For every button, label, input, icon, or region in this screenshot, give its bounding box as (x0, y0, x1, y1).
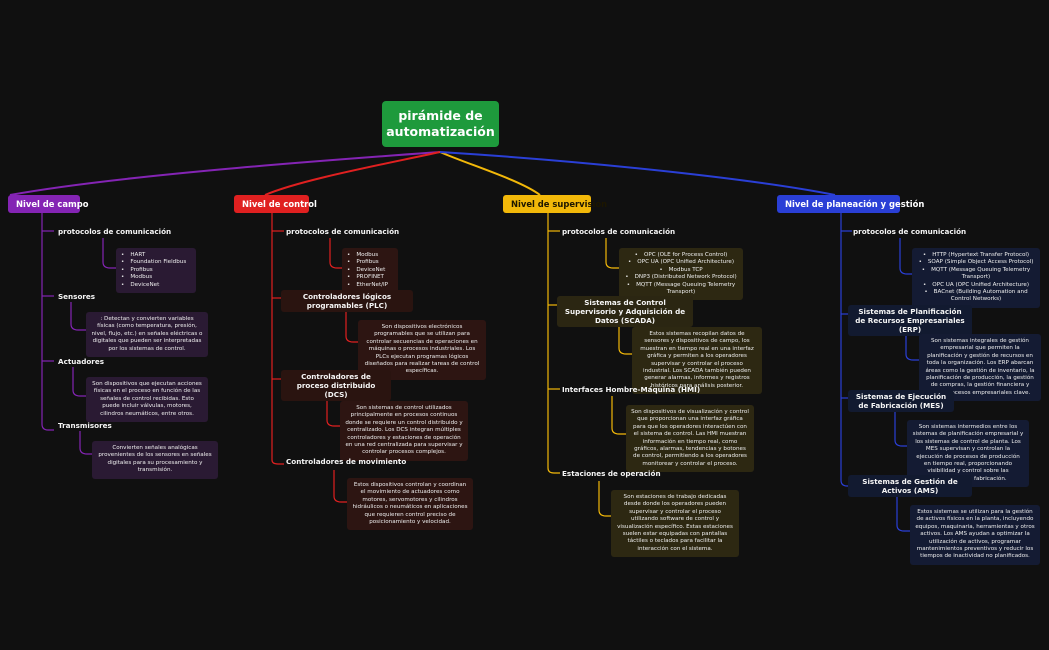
supervision-scada-desc: Estos sistemas recopilan datos de sensor… (632, 327, 762, 394)
list-item: PROFINET (347, 274, 393, 281)
control-plc-title[interactable]: Controladores lógicos programables (PLC) (281, 290, 413, 312)
list-item: MQTT (Message Queuing Telemetry Transpor… (917, 267, 1035, 282)
branch-nivel-de-planeacion[interactable]: Nivel de planeación y gestión (777, 195, 924, 213)
control-dcs-title[interactable]: Controladores de proceso distribuido (DC… (281, 370, 391, 401)
branch-nivel-de-campo[interactable]: Nivel de campo (8, 195, 89, 213)
list-item: DNP3 (Distributed Network Protocol) (624, 274, 738, 281)
control-mov-desc: Estos dispositivos controlan y coordinan… (347, 478, 473, 531)
list-item: EtherNet/IP (347, 282, 393, 289)
erp-ams-title[interactable]: Sistemas de Gestión de Activos (AMS) (848, 475, 972, 497)
supervision-protocols-title[interactable]: protocolos de comunicación (562, 227, 676, 236)
supervision-hmi-title[interactable]: Interfaces Hombre-Máquina (HMI) (562, 385, 701, 394)
erp-protocols-title[interactable]: protocolos de comunicación (853, 227, 967, 236)
control-protocols-title[interactable]: protocolos de comunicación (286, 227, 400, 236)
supervision-protocols-list: OPC (OLE for Process Control) OPC UA (OP… (619, 248, 743, 301)
erp-mes-title[interactable]: Sistemas de Ejecución de Fabricación (ME… (848, 390, 954, 412)
campo-sensores-desc: : Detectan y convierten variables física… (86, 312, 208, 357)
list-item: BACnet (Building Automation and Control … (917, 289, 1035, 304)
list-item: HART (121, 252, 191, 259)
list-item: MQTT (Message Queuing Telemetry Transpor… (624, 282, 738, 297)
list-item: SOAP (Simple Object Access Protocol) (917, 259, 1035, 266)
control-mov-title[interactable]: Controladores de movimiento (286, 457, 407, 466)
list-item: DeviceNet (347, 267, 393, 274)
list-item: Modbus TCP (624, 267, 738, 274)
campo-protocols-list: HART Foundation Fieldbus Profibus Modbus… (116, 248, 196, 293)
list-item: Foundation Fieldbus (121, 259, 191, 266)
list-item: HTTP (Hypertext Transfer Protocol) (917, 252, 1035, 259)
campo-transmisores-title[interactable]: Transmisores (58, 421, 112, 430)
supervision-est-desc: Son estaciones de trabajo dedicadas desd… (611, 490, 739, 557)
control-dcs-desc: Son sistemas de control utilizados princ… (340, 401, 468, 461)
campo-actuadores-title[interactable]: Actuadores (58, 357, 105, 366)
supervision-est-title[interactable]: Estaciones de operación (562, 469, 661, 478)
supervision-scada-title[interactable]: Sistemas de Control Supervisorio y Adqui… (557, 296, 693, 327)
list-item: DeviceNet (121, 282, 191, 289)
control-protocols-list: Modbus Profibus DeviceNet PROFINET Ether… (342, 248, 398, 293)
erp-erp-desc: Son sistemas integrales de gestión empre… (919, 334, 1041, 401)
campo-protocols-title[interactable]: protocolos de comunicación (58, 227, 172, 236)
campo-sensores-title[interactable]: Sensores (58, 292, 96, 301)
list-item: Profibus (347, 259, 393, 266)
erp-ams-desc: Estos sistemas se utilizan para la gesti… (910, 505, 1040, 565)
erp-protocols-list: HTTP (Hypertext Transfer Protocol) SOAP … (912, 248, 1040, 308)
list-item: OPC UA (OPC Unified Architecture) (624, 259, 738, 266)
root-node[interactable]: pirámide de automatización (382, 101, 499, 147)
supervision-hmi-desc: Son dispositivos de visualización y cont… (626, 405, 754, 472)
control-plc-desc: Son dispositivos electrónicos programabl… (358, 320, 486, 380)
branch-nivel-de-control[interactable]: Nivel de control (234, 195, 317, 213)
list-item: Modbus (347, 252, 393, 259)
list-item: OPC (OLE for Process Control) (624, 252, 738, 259)
list-item: OPC UA (OPC Unified Architecture) (917, 282, 1035, 289)
erp-erp-title[interactable]: Sistemas de Planificación de Recursos Em… (848, 305, 972, 336)
campo-actuadores-desc: Son dispositivos que ejecutan acciones f… (86, 377, 208, 422)
campo-transmisores-desc: Convierten señales analógicas provenient… (92, 441, 218, 479)
list-item: Modbus (121, 274, 191, 281)
branch-nivel-de-supervision[interactable]: Nivel de supervisión (503, 195, 607, 213)
list-item: Profibus (121, 267, 191, 274)
